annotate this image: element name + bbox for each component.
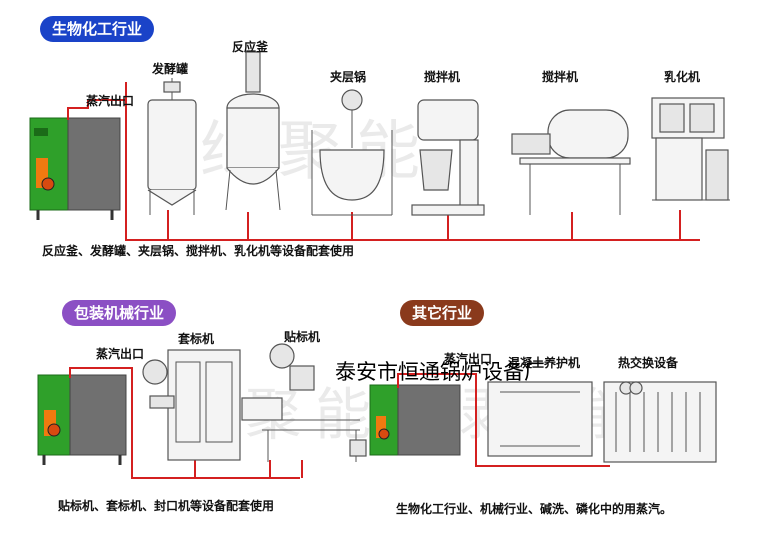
- section-title-packaging: 包装机械行业: [62, 300, 177, 326]
- equipment-label-reactor: 反应釜: [232, 40, 269, 54]
- equipment-label-concrete-curing: 混凝土养护机: [508, 356, 581, 370]
- steam-pipe-bottom-left: [69, 367, 300, 479]
- stand-mixer-illustration: [411, 99, 485, 216]
- equipment-label-jacketed-kettle: 夹层锅: [330, 70, 367, 84]
- horizontal-mixer-illustration: [511, 109, 631, 215]
- concrete-curing-machine-illustration: [487, 381, 593, 457]
- steam-pipe-top: [67, 99, 700, 241]
- steam-pipe-bottom-right: [397, 373, 610, 467]
- equipment-label-emulsifier: 乳化机: [664, 70, 701, 84]
- heat-exchanger-illustration: [603, 381, 717, 463]
- equipment-label-heat-exchanger: 热交换设备: [618, 356, 679, 370]
- steam-outlet-label-packaging: 蒸汽出口: [96, 347, 145, 361]
- sleeve-labeler-illustration: [142, 349, 241, 461]
- section-title-other: 其它行业: [400, 300, 485, 326]
- company-overlay-text: 泰安市恒通锅炉设备厂: [335, 360, 545, 384]
- equipment-label-labeler: 贴标机: [284, 330, 321, 344]
- steam-outlet-label-top: 蒸汽出口: [86, 94, 135, 108]
- equipment-label-fermenter: 发酵罐: [152, 62, 189, 76]
- equipment-label-mixer-1: 搅拌机: [424, 70, 461, 84]
- emulsifier-illustration: [651, 97, 730, 201]
- caption-biochem: 反应釜、发酵罐、夹层锅、搅拌机、乳化机等设备配套使用: [42, 244, 355, 258]
- fermenter-illustration: [147, 78, 197, 215]
- caption-packaging: 贴标机、套标机、封口机等设备配套使用: [58, 499, 275, 513]
- section-title-biochem: 生物化工行业: [40, 16, 155, 42]
- equipment-label-sleeve-labeler: 套标机: [178, 332, 215, 346]
- jacketed-kettle-illustration: [311, 89, 393, 216]
- reactor-illustration: [225, 51, 281, 211]
- caption-other: 生物化工行业、机械行业、碱洗、磷化中的用蒸汽。: [396, 502, 673, 516]
- equipment-label-mixer-2: 搅拌机: [542, 70, 579, 84]
- boiler-bottom-right: [369, 384, 461, 456]
- steam-outlet-label-other: 蒸汽出口: [444, 352, 493, 366]
- boiler-top: [29, 117, 121, 220]
- labeler-illustration: [241, 343, 367, 462]
- boiler-bottom-left: [37, 374, 127, 465]
